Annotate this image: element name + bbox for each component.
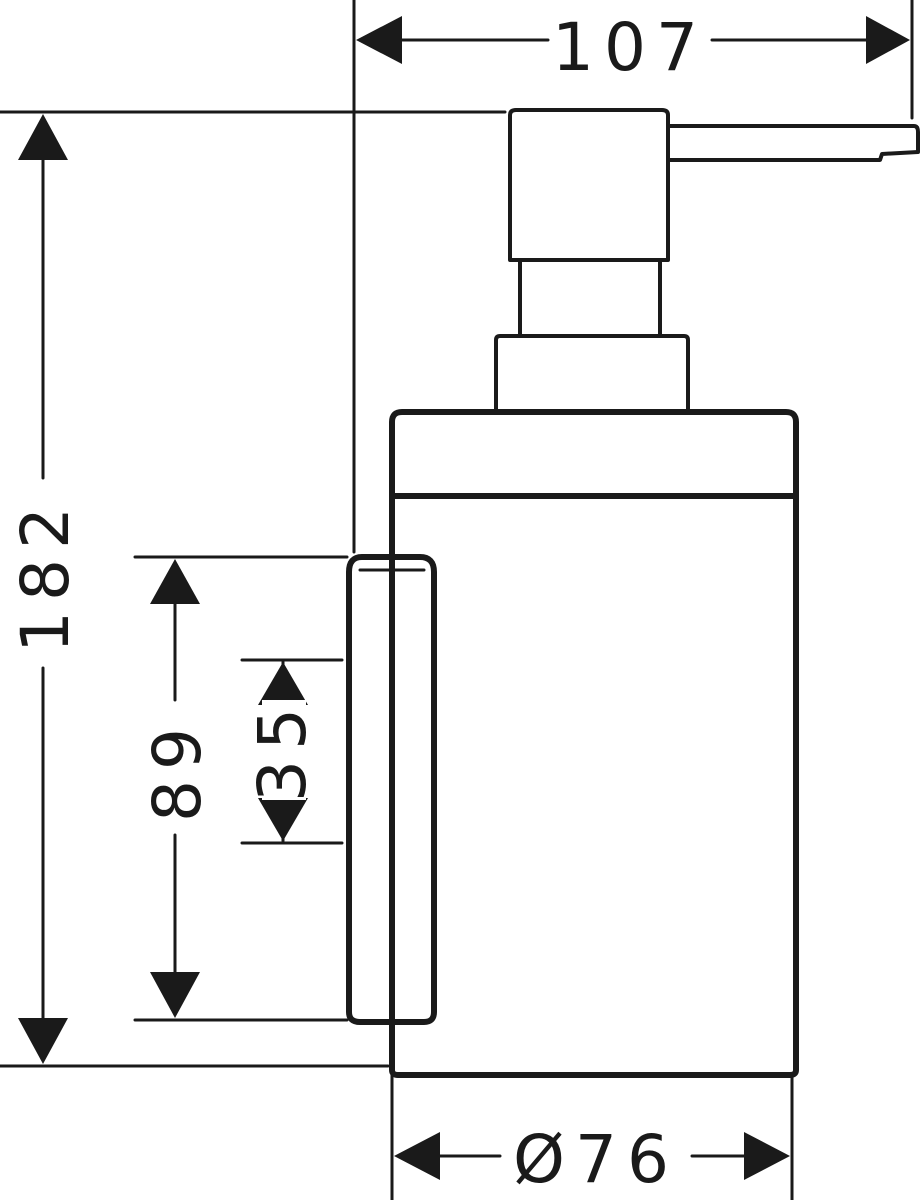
- height-dimension: 182: [7, 114, 84, 1064]
- soap-dispenser: [346, 108, 920, 1078]
- diameter-arrow-left: [394, 1132, 440, 1180]
- mount-arrow-top: [258, 662, 308, 705]
- container-cap: [389, 409, 799, 499]
- pump-head: [508, 108, 670, 262]
- mount-label-mask: [262, 700, 306, 800]
- width-dimension: 107: [356, 9, 910, 86]
- diameter-dimension: Ø76: [394, 1121, 790, 1198]
- pump-collar: [494, 334, 690, 414]
- height-arrow-top: [18, 114, 68, 160]
- bracket-arrow-top: [150, 559, 200, 604]
- bracket-height-label: 89: [139, 718, 216, 822]
- width-arrow-left: [356, 16, 402, 64]
- width-dimension-label: 107: [552, 9, 708, 86]
- wall-bracket: [346, 554, 437, 1025]
- pump-spout: [666, 124, 920, 162]
- mount-arrow-bottom: [258, 798, 308, 841]
- diameter-label: Ø76: [513, 1121, 679, 1198]
- mount-spacing-label: 35: [244, 698, 321, 802]
- pump-neck: [518, 258, 662, 338]
- height-dimension-label: 182: [7, 497, 84, 653]
- diameter-arrow-right: [744, 1132, 790, 1180]
- bracket-arrow-bottom: [150, 972, 200, 1018]
- height-arrow-bottom: [18, 1018, 68, 1064]
- width-arrow-right: [866, 16, 910, 64]
- mount-spacing-dimension: 35: [244, 660, 321, 843]
- container-body: [389, 493, 799, 1078]
- bracket-height-dimension: 89: [139, 559, 216, 1018]
